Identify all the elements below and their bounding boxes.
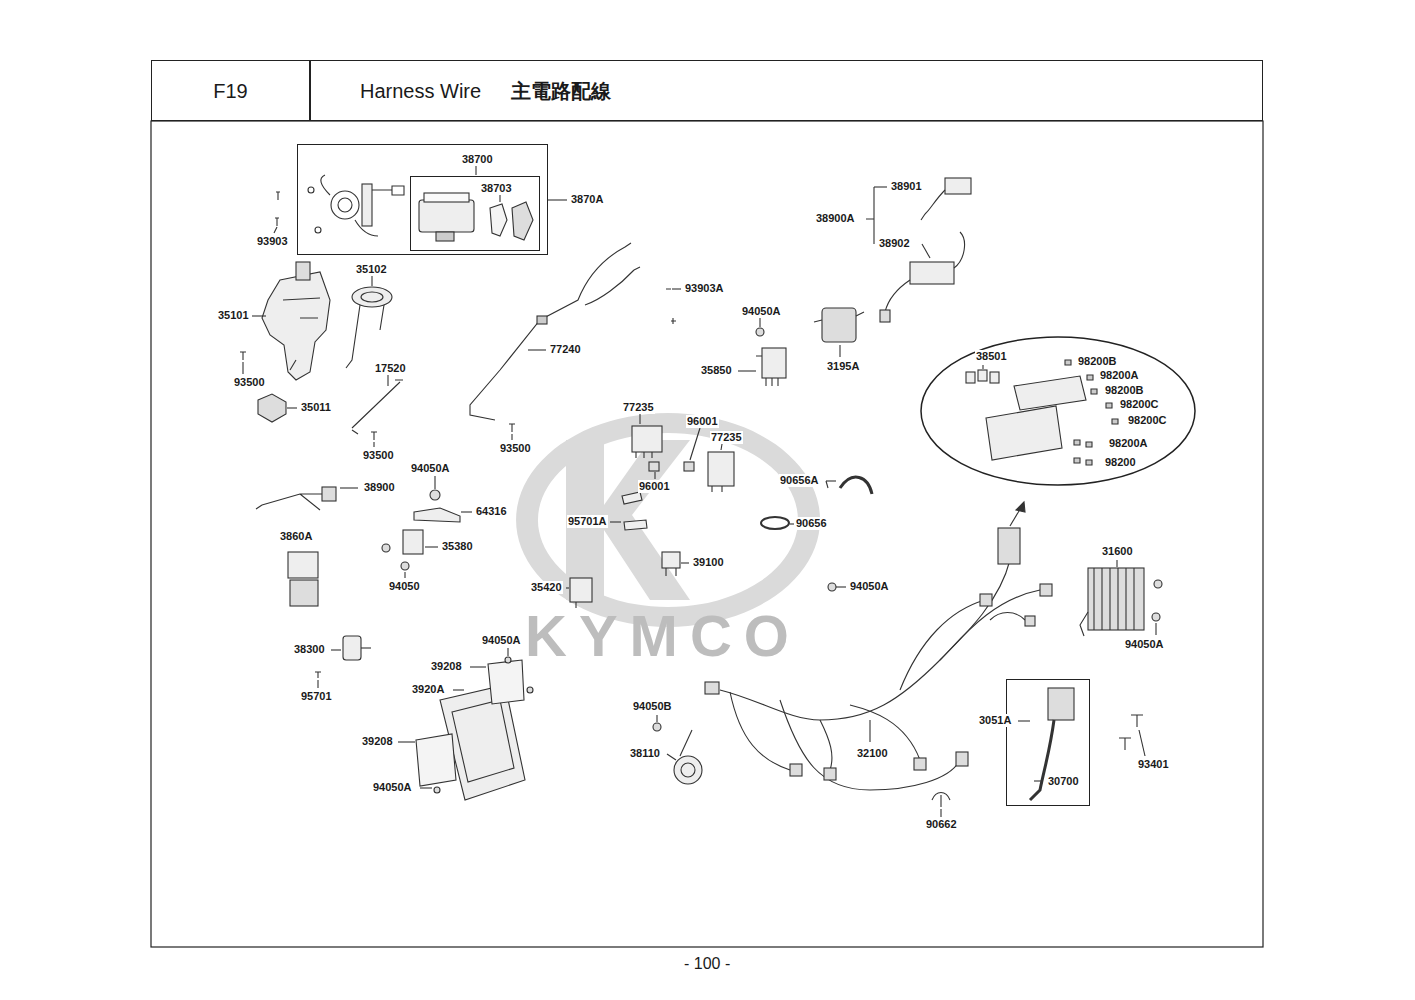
callout-number: 90656 — [795, 517, 828, 530]
callout-number: 94050 — [388, 580, 421, 593]
callout-number: 93500 — [499, 442, 532, 455]
callout-number: 77235 — [710, 431, 743, 444]
fuse-detail-ellipse: 3850198200B98200A98200B98200C98200C98200… — [920, 336, 1196, 486]
callout-number: 38900 — [363, 481, 396, 494]
callout-number: 38900A — [815, 212, 856, 225]
callout-number: 35850 — [700, 364, 733, 377]
watermark: KYMCO — [525, 606, 801, 666]
callout-number: 35420 — [530, 581, 563, 594]
callout-number: 94050A — [741, 305, 782, 318]
callout-number: 96001 — [686, 415, 719, 428]
callout-number: 35380 — [441, 540, 474, 553]
callout-number: 38300 — [293, 643, 326, 656]
callout-number: 93903 — [256, 235, 289, 248]
callout-number: 93401 — [1137, 758, 1170, 771]
callout-number: 39100 — [692, 556, 725, 569]
callout-number: 98200C — [1127, 414, 1168, 427]
callout-number: 98200 — [1104, 456, 1137, 469]
callout-number: 93500 — [362, 449, 395, 462]
callout-number: 94050A — [481, 634, 522, 647]
callout-number: 94050A — [849, 580, 890, 593]
callout-number: 39208 — [361, 735, 394, 748]
callout-number: 77240 — [549, 343, 582, 356]
callout-number: 3870A — [570, 193, 604, 206]
callout-number: 35102 — [355, 263, 388, 276]
callout-number: 3920A — [411, 683, 445, 696]
callout-number: 94050A — [372, 781, 413, 794]
callout-number: 64316 — [475, 505, 508, 518]
callout-number: 38501 — [975, 350, 1008, 363]
callout-number: 38901 — [890, 180, 923, 193]
callout-number: 3195A — [826, 360, 860, 373]
callout-number: 95701A — [567, 515, 608, 528]
callout-number: 38110 — [629, 747, 661, 760]
key-set-box: 38703 — [410, 176, 540, 251]
callout-number: 77235 — [622, 401, 655, 414]
header-title-cell: Harness Wire 主電路配線 — [310, 60, 1263, 121]
header-code-cell: F19 — [151, 60, 310, 121]
ignition-coil-box: 30700 — [1006, 679, 1090, 806]
callout-number: 35011 — [300, 401, 332, 414]
callout-number: 38700 — [461, 153, 494, 166]
header-text: 主電路配線 — [511, 79, 611, 103]
callout-number: 98200B — [1077, 355, 1118, 368]
callout-number: 93500 — [233, 376, 266, 389]
callout-number: 39208 — [430, 660, 463, 673]
page-number: - 100 - — [684, 955, 730, 973]
callout-number: 17520 — [374, 362, 407, 375]
callout-number: 96001 — [638, 480, 671, 493]
callout-number: 90656A — [779, 474, 820, 487]
callout-number: 30700 — [1047, 775, 1080, 788]
callout-number: 35101 — [217, 309, 250, 322]
callout-number: 90662 — [925, 818, 958, 831]
callout-number: 3051A — [978, 714, 1012, 727]
callout-number: 98200C — [1119, 398, 1160, 411]
callout-number: 38902 — [878, 237, 911, 250]
callout-number: 98200B — [1104, 384, 1145, 397]
callout-number: 98200A — [1099, 369, 1140, 382]
header-text: Harness Wire — [360, 79, 481, 103]
callout-number: 3860A — [279, 530, 313, 543]
callout-number: 38703 — [480, 182, 513, 195]
ellipse-outline — [920, 336, 1196, 486]
callout-number: 32100 — [856, 747, 889, 760]
callout-number: 98200A — [1108, 437, 1149, 450]
part-group-box: 38700 38703 — [297, 144, 548, 255]
callout-number: 93903A — [684, 282, 725, 295]
callout-number: 94050B — [632, 700, 673, 713]
callout-number: 94050A — [410, 462, 451, 475]
callout-number: 94050A — [1124, 638, 1165, 651]
callout-number: 95701 — [300, 690, 333, 703]
header-text: F19 — [213, 79, 247, 103]
callout-number: 31600 — [1101, 545, 1134, 558]
